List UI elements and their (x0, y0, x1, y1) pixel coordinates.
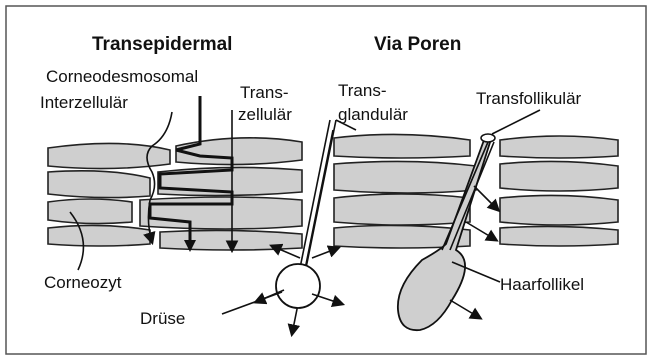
label-transglandular-line2: glandulär (338, 105, 408, 124)
header-via-poren: Via Poren (374, 34, 461, 55)
corneocyte (160, 230, 302, 250)
corneocyte (334, 161, 476, 193)
corneocyte (500, 136, 618, 158)
corneocyte (48, 225, 150, 246)
gland-bulb (276, 264, 320, 308)
follicle-arrow-upper (474, 186, 498, 210)
corneocyte (48, 199, 132, 224)
druese-pointer (222, 292, 282, 314)
corneocyte (334, 134, 470, 158)
corneocyte (334, 194, 470, 225)
label-corneozyt: Corneozyt (44, 273, 122, 292)
stratum-corneum (48, 134, 618, 250)
header-transepidermal: Transepidermal (92, 34, 232, 55)
corneocyte (48, 171, 150, 198)
label-transzellular-line2: zellulär (238, 105, 292, 124)
label-transzellular-line1: Trans- (240, 83, 289, 102)
corneocyte (500, 195, 618, 225)
label-druese: Drüse (140, 309, 185, 328)
label-transfollikular: Transfollikulär (476, 89, 582, 108)
label-transglandular-line1: Trans- (338, 81, 387, 100)
corneocyte (500, 226, 618, 246)
corneocyte (500, 161, 618, 191)
corneocyte (140, 197, 302, 229)
follicle-arrow-lower (450, 300, 480, 318)
label-corneodesmosomal: Corneodesmosomal (46, 67, 198, 86)
corneocyte (176, 138, 302, 165)
follicle-opening (481, 134, 495, 142)
gland-duct-left (300, 120, 330, 268)
label-haarfollikel: Haarfollikel (500, 275, 584, 294)
label-interzellular: Interzellulär (40, 93, 128, 112)
transfollikular-pointer (492, 110, 540, 134)
gland-arrow-right-upper (312, 248, 338, 258)
